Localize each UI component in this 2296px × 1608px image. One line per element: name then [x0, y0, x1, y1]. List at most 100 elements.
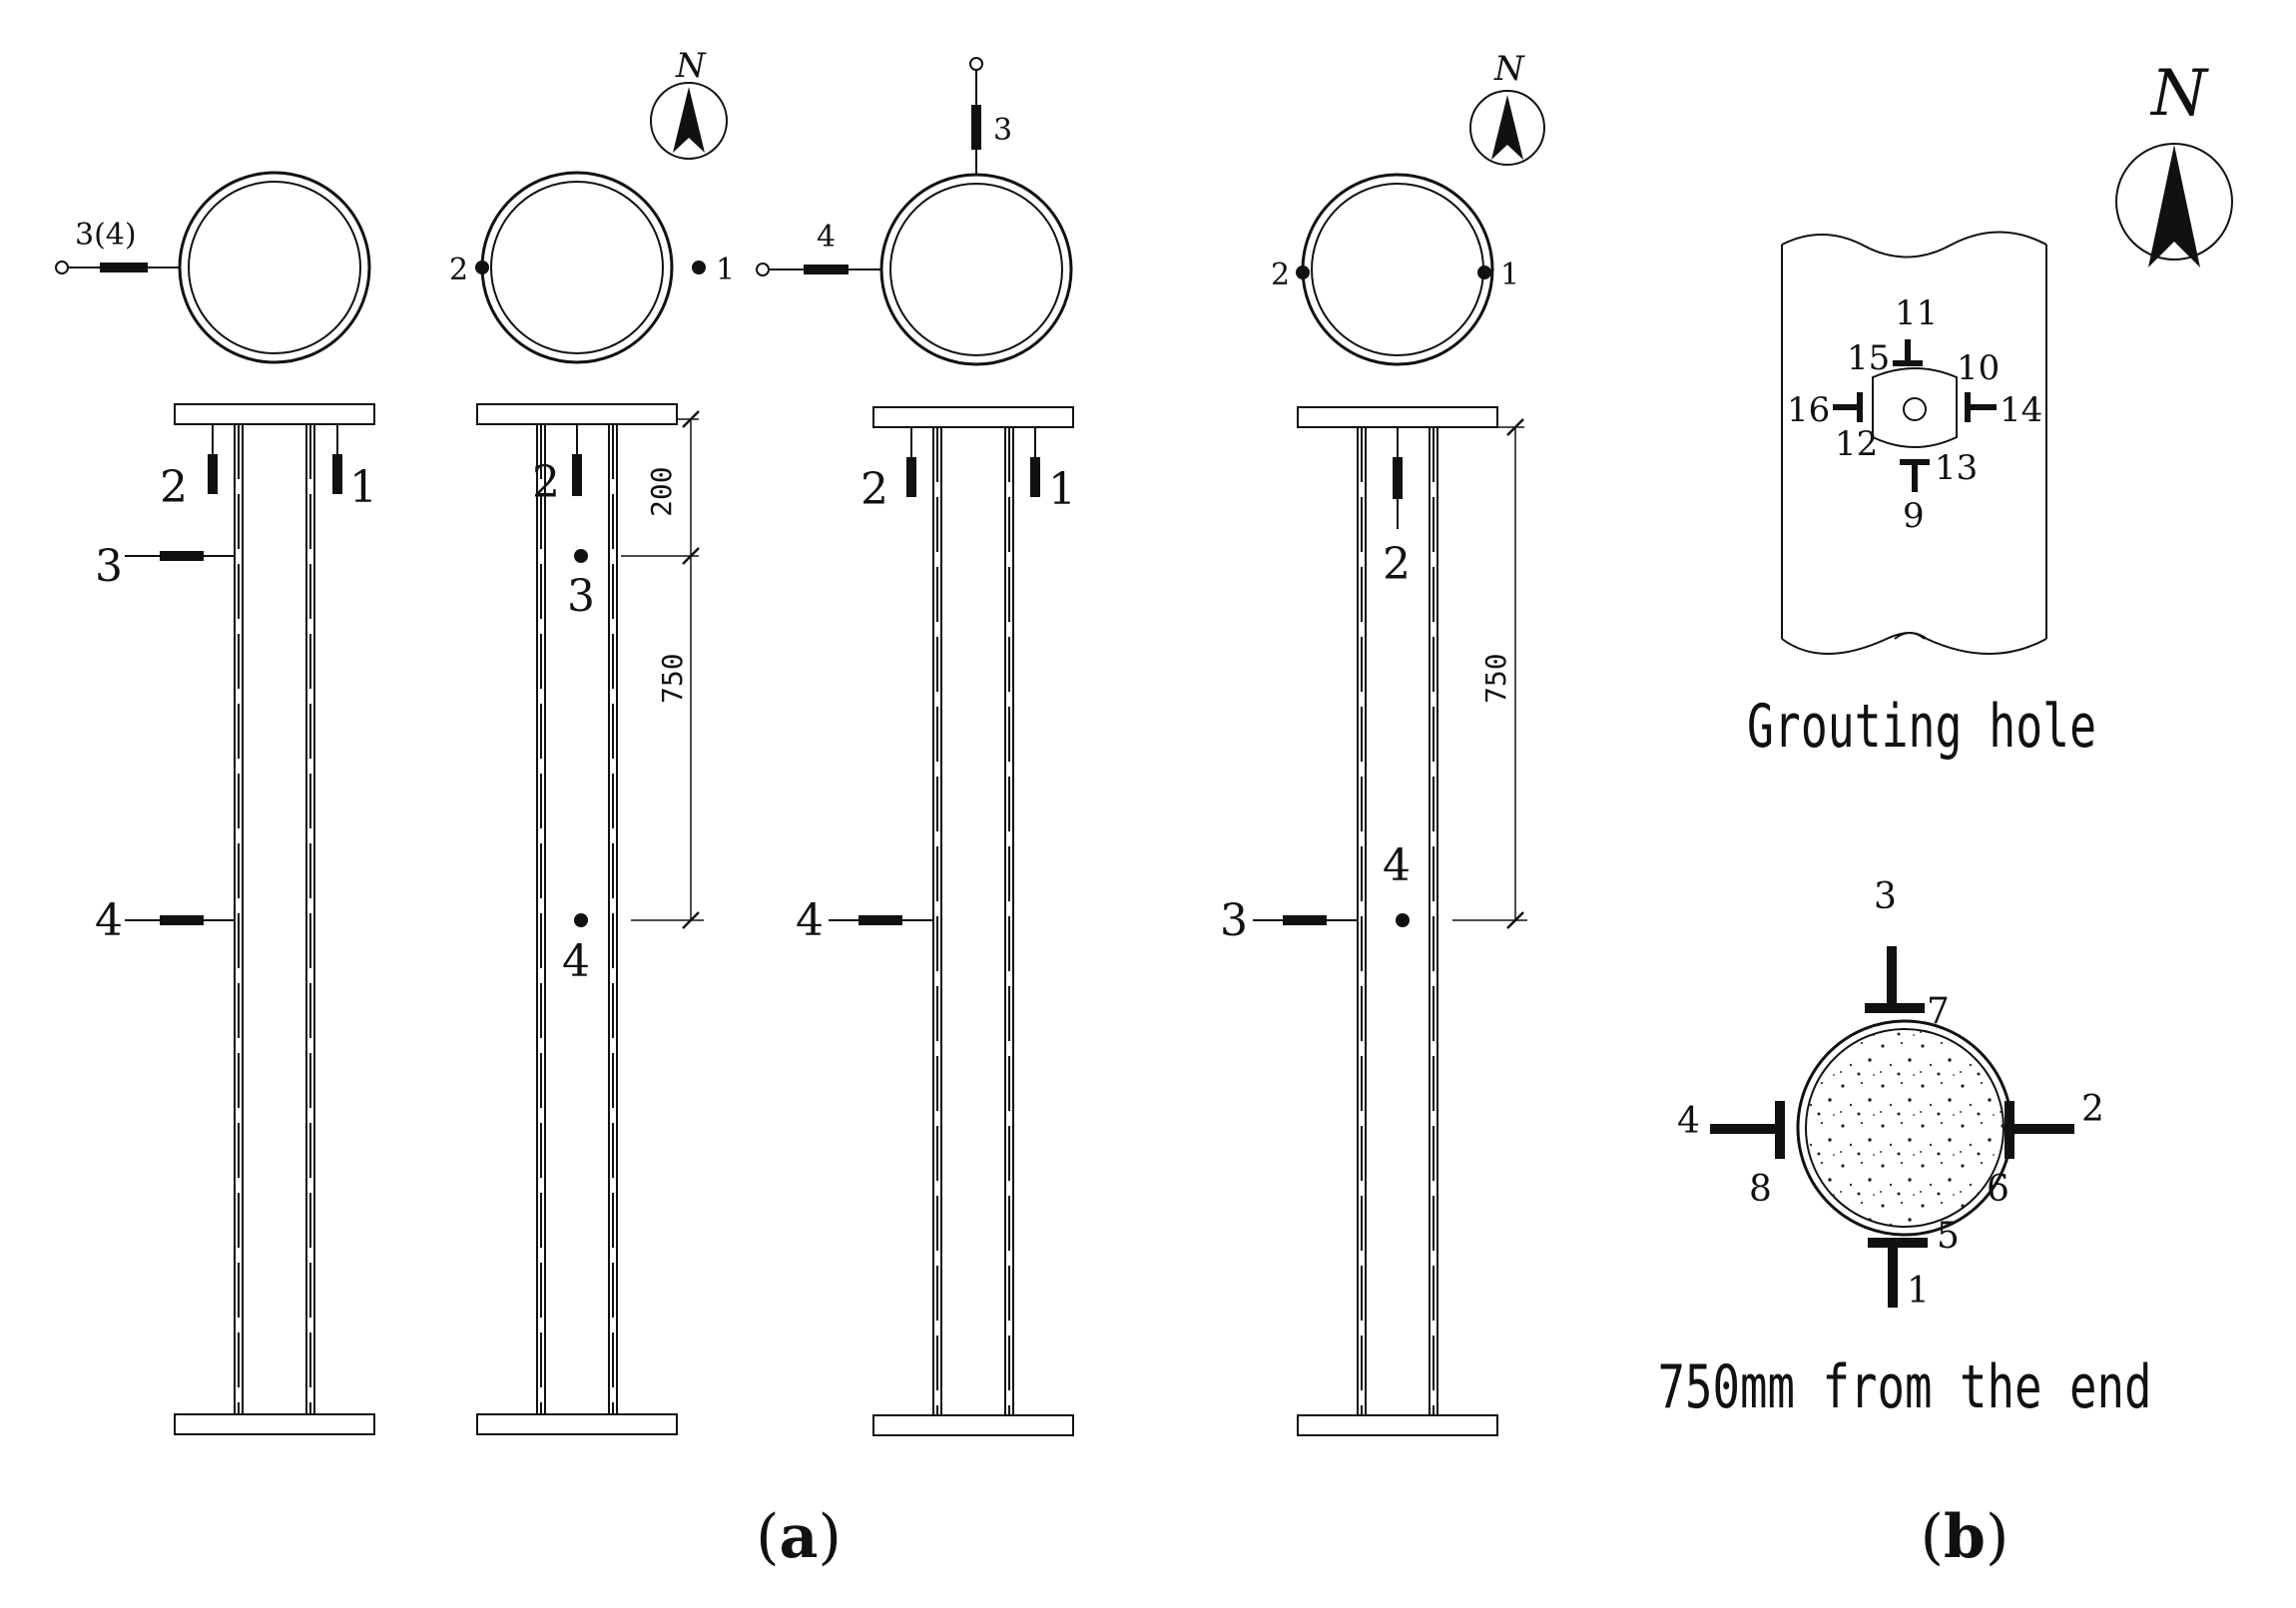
gauge-label: 1 — [1500, 258, 1519, 292]
gauge-label: 15 — [1847, 338, 1890, 378]
strain-gauge-mark — [100, 263, 148, 272]
dimension-label: 200 — [645, 466, 678, 517]
gauge-label: 2 — [532, 457, 560, 508]
strain-gauge-mark — [1833, 404, 1859, 410]
gauge-label: 4 — [796, 895, 824, 946]
strain-gauge-mark — [1887, 946, 1897, 1006]
north-label: N — [2149, 57, 2209, 131]
column-4-plan: 2 1 — [1271, 173, 1519, 366]
column-2-plan: 2 1 — [449, 171, 735, 364]
gauge-label: 3 — [993, 113, 1012, 148]
gauge-label: 1 — [716, 253, 735, 287]
gauge-label: 4 — [562, 936, 590, 987]
gauge-dot — [574, 549, 588, 563]
gauge-label: 4 — [95, 895, 123, 946]
column-3-elevation: 2 1 4 — [796, 406, 1076, 1436]
grouting-hole — [1903, 397, 1927, 421]
gauge-label: 3 — [95, 541, 123, 592]
gauge-label: 1 — [1048, 464, 1076, 515]
gauge-label: 3(4) — [75, 218, 137, 253]
column-3: 4 3 2 1 — [756, 57, 1076, 1436]
gauge-label: 2 — [160, 462, 188, 513]
panel-a: 3(4) 2 1 3 — [55, 46, 1545, 1572]
panel-b: N 11 15 10 16 14 12 13 9 Grout — [1658, 57, 2233, 1572]
gauge-label: 9 — [1903, 496, 1925, 536]
strain-gauge-mark — [971, 105, 981, 150]
strain-gauge-mark — [1857, 392, 1863, 422]
north-label: N — [1493, 49, 1525, 89]
north-arrow: N — [1469, 49, 1545, 166]
north-arrow: N — [2115, 57, 2233, 268]
gauge-label: 5 — [1937, 1216, 1960, 1257]
gauge-dot — [1477, 266, 1491, 279]
strain-gauge-mark — [208, 454, 218, 494]
gauge-label: 10 — [1957, 348, 2000, 388]
strain-gauge-mark — [160, 915, 204, 925]
dimension-lines: 750 — [1452, 418, 1527, 929]
strain-gauge-mark — [1905, 339, 1911, 363]
gauge-label: 4 — [817, 220, 836, 255]
gauge-label: 3 — [1874, 876, 1897, 917]
cross-section-title: 750mm from the end — [1658, 1352, 2152, 1422]
strain-gauge-mark — [1865, 1003, 1925, 1013]
column-1-plan: 3(4) — [55, 171, 371, 364]
gauge-label: 13 — [1935, 448, 1978, 488]
strain-gauge-mark — [2005, 1101, 2014, 1159]
column-2: 2 1 N 2 3 — [449, 46, 735, 1435]
gauge-label: 14 — [2000, 390, 2042, 430]
gauge-label: 2 — [861, 464, 888, 515]
strain-gauge-mark — [1965, 392, 1971, 422]
dimension-label: 750 — [1479, 653, 1512, 704]
gauge-label: 16 — [1787, 390, 1830, 430]
dimension-lines: 200 750 — [621, 410, 704, 929]
gauge-label: 4 — [1383, 840, 1411, 891]
gauge-label: 2 — [449, 253, 468, 287]
column-1-elevation: 2 1 3 4 — [95, 403, 377, 1435]
gauge-label: 8 — [1749, 1169, 1772, 1210]
gauge-label: 3 — [1220, 895, 1248, 946]
column-4-elevation: 2 4 3 — [1220, 406, 1498, 1436]
strain-gauge-mark — [859, 915, 902, 925]
strain-gauge-mark — [1710, 1124, 1778, 1134]
column-1: 3(4) 2 1 3 — [55, 171, 377, 1435]
gauge-label: 2 — [1383, 539, 1411, 590]
north-arrow: N — [650, 46, 728, 160]
gauge-dot — [1396, 913, 1410, 927]
gauge-dot — [475, 261, 489, 274]
strain-gauge-mark — [906, 457, 916, 497]
strain-gauge-mark — [572, 454, 582, 496]
gauge-label: 7 — [1927, 991, 1950, 1032]
strain-gauge-mark — [2012, 1124, 2074, 1134]
north-label: N — [675, 46, 707, 86]
gauge-label: 6 — [1987, 1169, 2009, 1210]
strain-gauge-mark — [332, 454, 342, 494]
strain-gauge-mark — [1888, 1246, 1898, 1308]
gauge-dot — [574, 913, 588, 927]
panel-a-caption: (a) — [756, 1502, 842, 1572]
strain-gauge-mark — [1775, 1101, 1785, 1159]
strain-gauge-mark — [1868, 1238, 1928, 1248]
strain-gauge-mark — [804, 265, 849, 274]
strain-gauge-mark — [1283, 915, 1327, 925]
column-4: 2 1 N 2 — [1220, 49, 1545, 1436]
gauge-dot — [1296, 266, 1310, 279]
strain-gauge-mark — [1912, 462, 1918, 492]
gauge-label: 4 — [1677, 1101, 1700, 1142]
gauge-label: 1 — [1907, 1271, 1930, 1312]
gauge-label: 2 — [2081, 1089, 2104, 1130]
gauge-label: 3 — [567, 571, 595, 622]
strain-gauge-mark — [1393, 457, 1403, 499]
strain-gauge-mark — [1969, 404, 1997, 410]
dimension-label: 750 — [656, 653, 689, 704]
gauge-label: 12 — [1835, 424, 1878, 464]
cross-section-detail: 3 7 4 2 8 6 5 1 750mm from the end — [1658, 876, 2152, 1422]
grouting-hole-title: Grouting hole — [1747, 692, 2096, 762]
gauge-label: 11 — [1895, 293, 1938, 333]
grouting-hole-detail: 11 15 10 16 14 12 13 9 Grouting hole — [1747, 231, 2096, 762]
gauge-label: 2 — [1271, 258, 1290, 292]
panel-b-caption: (b) — [1921, 1502, 2009, 1572]
column-2-elevation: 2 3 4 — [476, 403, 678, 1435]
strain-gauge-mark — [1030, 457, 1040, 497]
gauge-dot — [692, 261, 706, 274]
